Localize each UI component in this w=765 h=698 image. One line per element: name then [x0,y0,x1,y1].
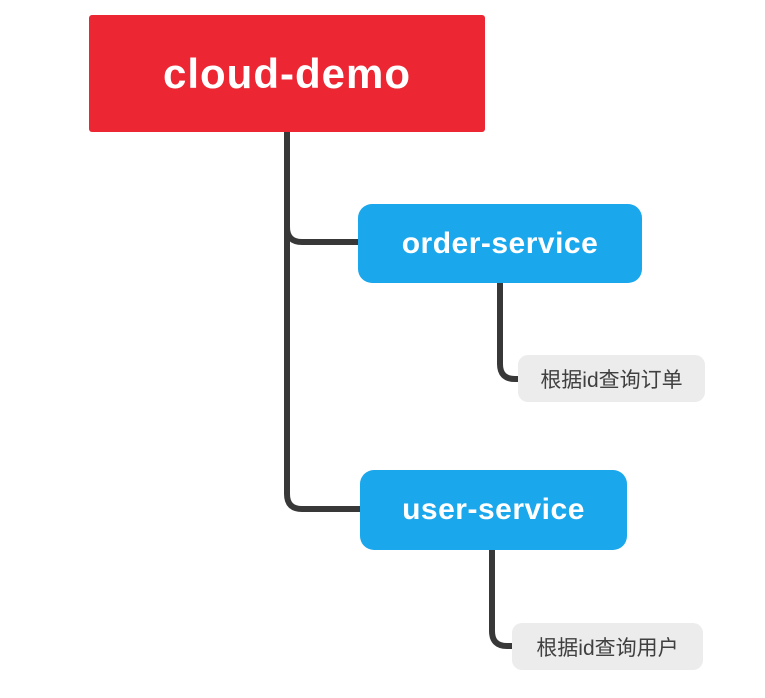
connector-root-to-user-service [284,128,360,512]
connector-order-service-to-leaf [497,280,518,382]
node-query-user-by-id-label: 根据id查询用户 [536,636,679,660]
connector-user-service-to-leaf [489,547,512,649]
node-query-user-by-id[interactable]: 根据id查询用户 [512,623,703,670]
node-order-service[interactable]: order-service [358,204,642,283]
node-cloud-demo[interactable]: cloud-demo [89,15,485,132]
node-order-service-label: order-service [401,226,599,260]
node-query-order-by-id[interactable]: 根据id查询订单 [518,355,705,402]
node-cloud-demo-label: cloud-demo [163,49,411,97]
connector-root-to-order-service [284,128,358,245]
node-user-service[interactable]: user-service [360,470,627,550]
node-query-order-by-id-label: 根据id查询订单 [540,368,683,392]
node-user-service-label: user-service [402,493,585,526]
